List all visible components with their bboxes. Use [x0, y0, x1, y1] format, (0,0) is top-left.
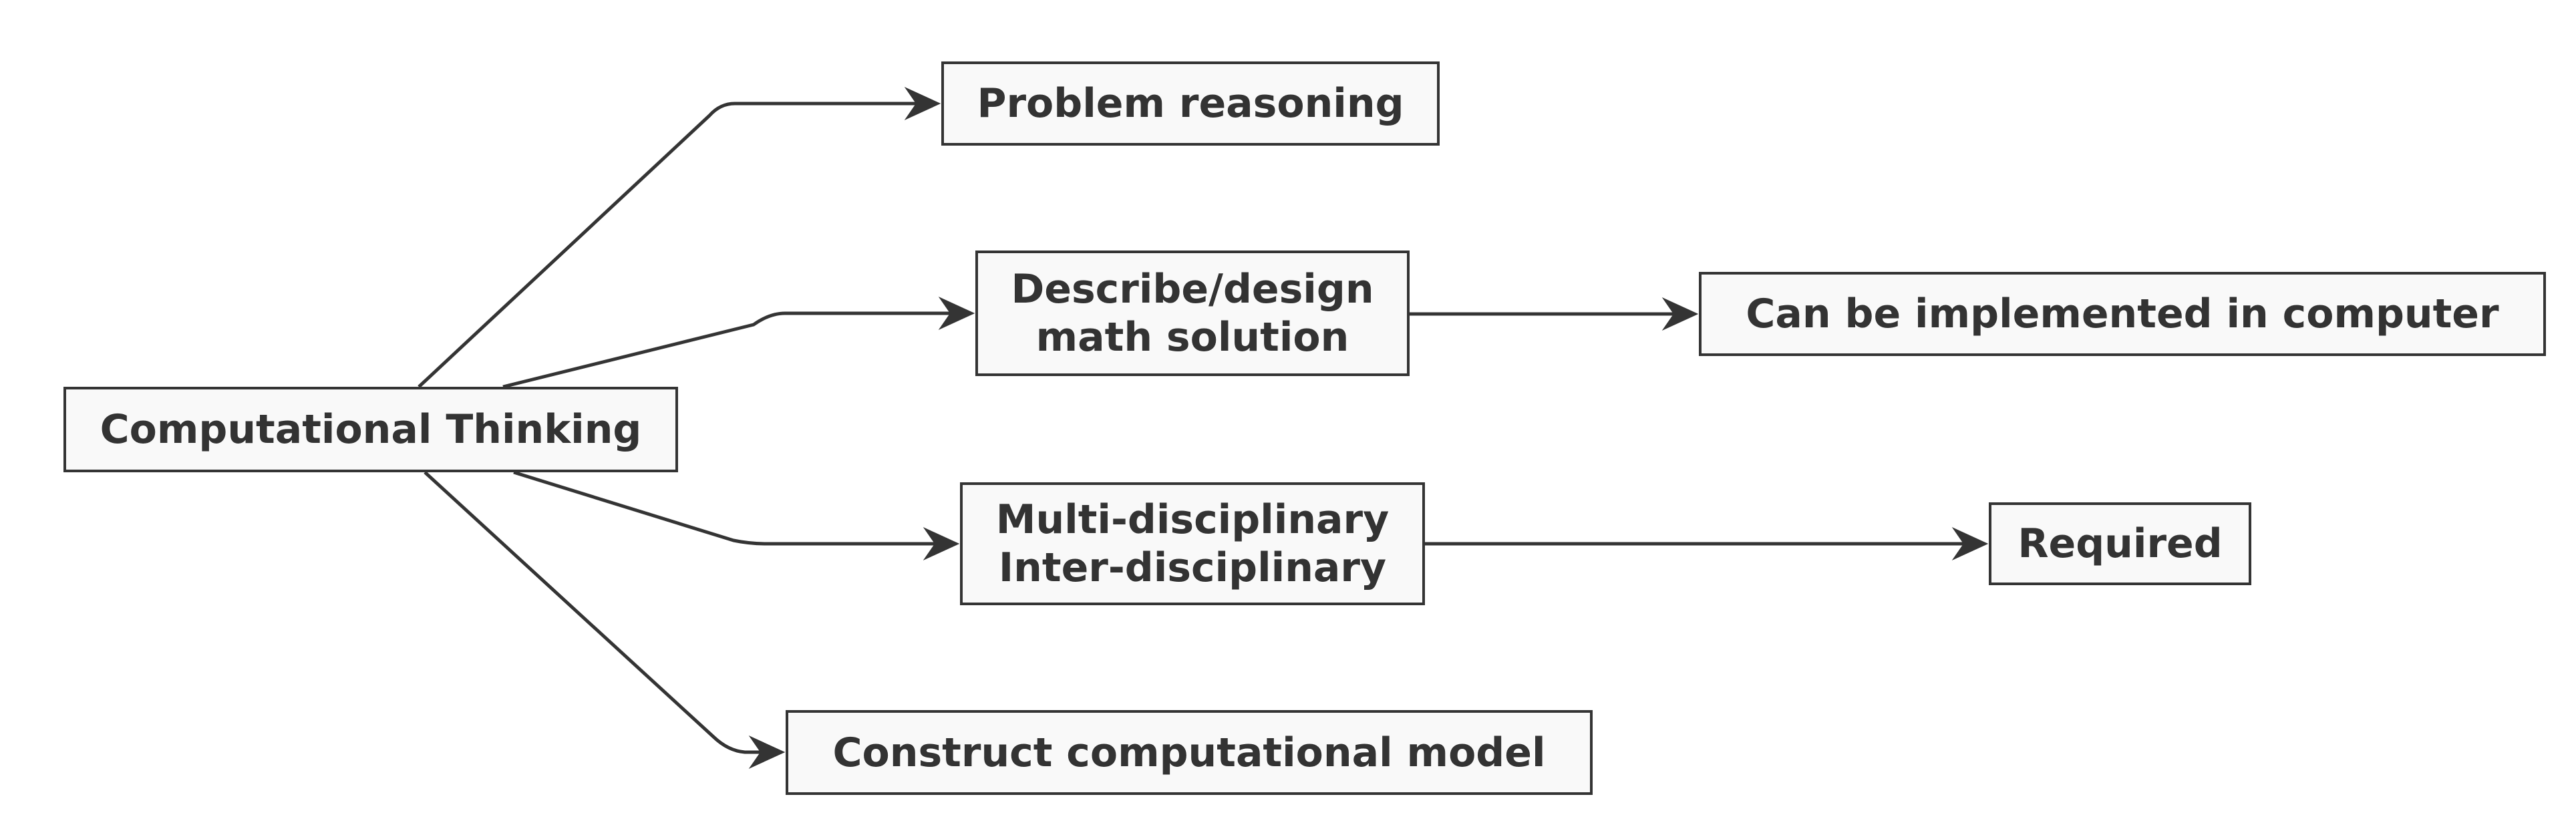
edge-root-to-problem-reasoning: [418, 87, 941, 388]
node-construct-computational-model: Construct computational model: [786, 710, 1593, 795]
node-label-line2: Inter-disciplinary: [998, 544, 1387, 591]
node-can-be-implemented-in-computer: Can be implemented in computer: [1699, 272, 2546, 356]
node-multi-inter-disciplinary: Multi-disciplinary Inter-disciplinary: [960, 482, 1425, 605]
node-required: Required: [1989, 502, 2251, 585]
node-label: Problem reasoning: [977, 80, 1404, 127]
node-label: Can be implemented in computer: [1746, 291, 2499, 337]
node-label: Required: [2018, 520, 2223, 567]
node-label-line2: math solution: [1035, 314, 1349, 361]
edge-root-to-multi-disciplinary: [513, 470, 960, 560]
node-computational-thinking: Computational Thinking: [63, 387, 678, 472]
edge-root-to-construct-model: [424, 471, 786, 769]
node-label: Construct computational model: [832, 729, 1546, 776]
node-label-line1: Multi-disciplinary: [995, 496, 1390, 543]
node-problem-reasoning: Problem reasoning: [941, 61, 1440, 146]
node-label: Computational Thinking: [100, 406, 642, 453]
node-label-line1: Describe/design: [1011, 266, 1374, 313]
node-describe-design-math-solution: Describe/design math solution: [975, 251, 1410, 376]
edge-root-to-describe-design: [502, 297, 975, 389]
